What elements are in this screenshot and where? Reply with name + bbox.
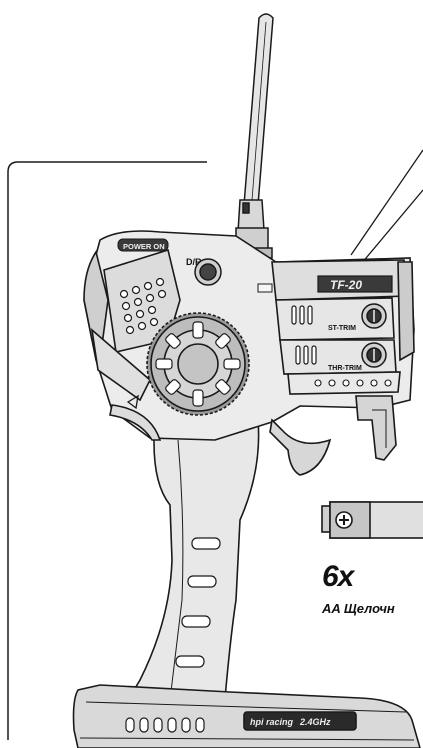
arrow-mark — [126, 394, 139, 410]
battery-type: AA Щелочн — [322, 601, 395, 616]
base — [72, 684, 421, 748]
model-label: TF-20 — [330, 278, 362, 292]
dr-label: D/R — [186, 257, 202, 267]
st-trim-knob — [361, 303, 387, 329]
model-plate — [317, 275, 393, 293]
callout-pointer — [350, 149, 423, 271]
dr-knob — [194, 258, 222, 286]
power-label: POWER ON — [123, 242, 165, 251]
band-label: 2.4GHz — [299, 717, 331, 727]
aa-battery — [321, 501, 423, 539]
thr-trim-knob — [361, 342, 387, 368]
st-trim-grooves — [291, 305, 313, 325]
speaker-holes — [119, 277, 167, 335]
battery-count: 6x — [322, 560, 354, 593]
power-badge — [117, 238, 169, 252]
deck-holes — [314, 379, 392, 387]
grip — [126, 419, 260, 711]
antenna — [231, 13, 274, 259]
thr-trim-label: THR-TRIM — [328, 365, 362, 372]
indicator-lamp — [257, 283, 273, 293]
brand-label: hpi racing — [250, 717, 294, 727]
callout-frame — [7, 161, 207, 740]
steering-wheel — [146, 312, 250, 416]
st-trim-label: ST-TRIM — [328, 325, 356, 332]
brand-badge — [243, 711, 357, 731]
thr-trim-grooves — [295, 345, 317, 365]
transmitter-body — [83, 230, 415, 461]
throttle-trigger — [269, 418, 332, 476]
